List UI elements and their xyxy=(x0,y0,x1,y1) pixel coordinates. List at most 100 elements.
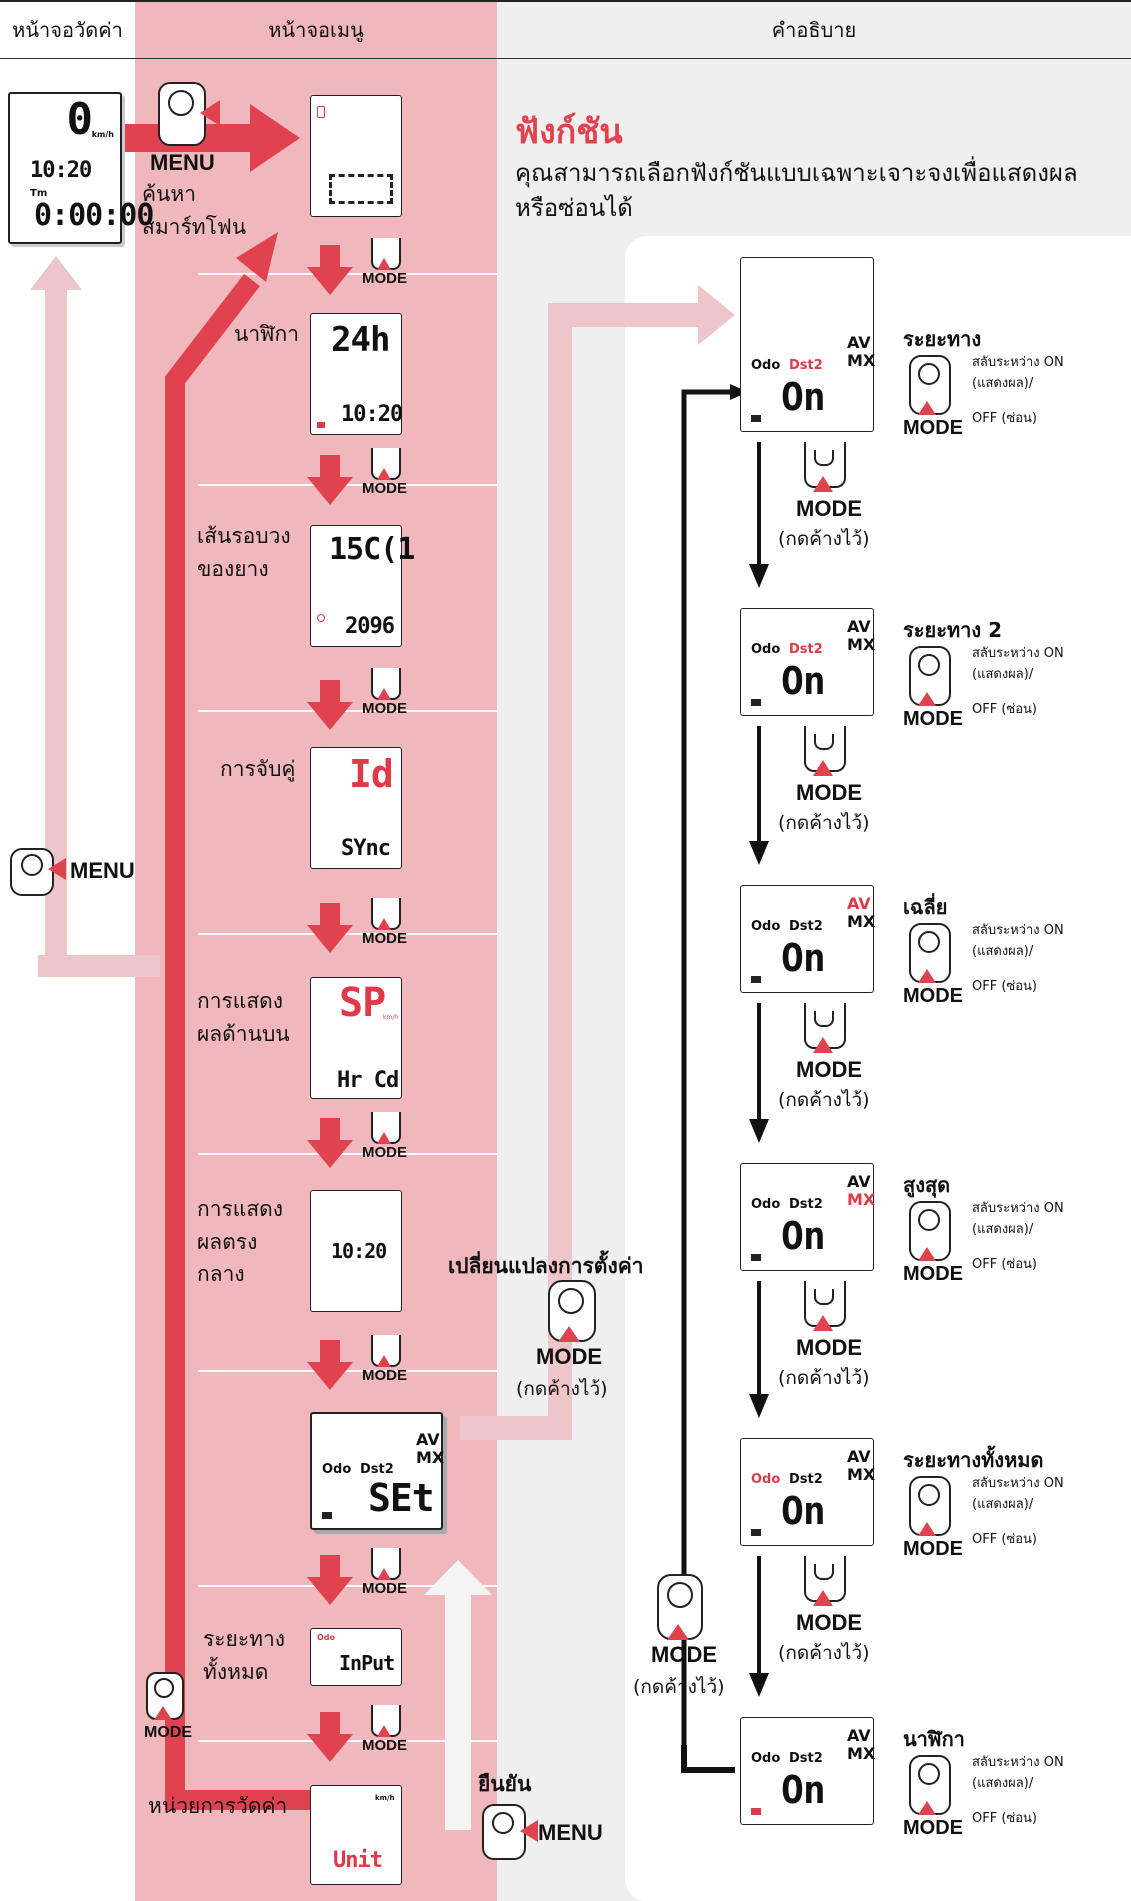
av-label: AV xyxy=(847,1172,871,1191)
header-menu-screen: หน้าจอเมนู xyxy=(135,0,497,59)
mode-label: MODE xyxy=(796,1335,862,1360)
av-label: AV xyxy=(847,1447,871,1466)
mx-label: MX xyxy=(847,635,876,654)
clock-lcd-bottom: 10:20 xyxy=(341,402,403,427)
pairing-lcd[interactable]: Id SYnc xyxy=(310,747,402,869)
function-panel xyxy=(625,236,1131,1901)
clock-lcd[interactable]: 24h 10:20 xyxy=(310,313,403,435)
menu-label-unit: หน่วยการวัดค่า xyxy=(148,1794,288,1818)
odo-lcd[interactable]: Odo InPut xyxy=(310,1628,402,1686)
toggle-on-text: สลับระหว่าง ON (แสดงผล)/ xyxy=(972,355,1064,391)
menu-label-top-display: การแสดง ผลด้านบน xyxy=(197,989,290,1046)
mode-label: MODE xyxy=(903,708,963,730)
function-lcd: Odo Dst2 AV MX On xyxy=(740,1717,876,1825)
function-mode-button[interactable]: MODE xyxy=(903,355,963,445)
mode-label: MODE xyxy=(362,1367,407,1384)
function-mode-button[interactable]: MODE xyxy=(903,1201,963,1291)
odo-mode-button[interactable]: MODE xyxy=(142,1672,192,1748)
function-mode-button[interactable]: MODE xyxy=(903,1755,963,1845)
menu-label: MENU xyxy=(70,858,135,883)
av-label: AV xyxy=(847,1726,871,1745)
mx-label: MX xyxy=(847,351,876,370)
mode-label: MODE xyxy=(362,480,407,497)
hold-mode-button[interactable]: MODE (กดค้างไว้) xyxy=(778,1003,880,1123)
set-lcd-text: SEt xyxy=(368,1476,435,1520)
top-display-lcd-bottom: Hr Cd xyxy=(337,1068,399,1093)
dst2-label: Dst2 xyxy=(789,919,823,934)
mode-label: MODE xyxy=(903,1538,963,1560)
toggle-on-text: สลับระหว่าง ON (แสดงผล)/ xyxy=(972,923,1064,959)
mode-label: MODE xyxy=(362,1737,407,1754)
function-loop-mode-button[interactable]: MODE (กดค้างไว้) xyxy=(633,1574,733,1714)
change-setting-label: เปลี่ยนแปลงการตั้งค่า xyxy=(448,1254,644,1278)
clock-icon xyxy=(751,415,761,422)
toggle-off-text: OFF (ซ่อน) xyxy=(972,979,1037,994)
function-mode-button[interactable]: MODE xyxy=(903,646,963,736)
measure-screen-lcd: 0 km/h 10:20 Tm 0:00:00 xyxy=(8,92,154,244)
function-title: ฟังก์ชัน xyxy=(515,112,623,152)
function-lcd: Odo Dst2 AV MX On xyxy=(740,1163,876,1271)
mode-label: MODE xyxy=(362,270,407,287)
mx-label: MX xyxy=(847,1190,876,1209)
clock-value: 10:20 xyxy=(30,158,92,183)
odo-label: Odo xyxy=(751,1472,781,1487)
mode-label: MODE xyxy=(362,1580,407,1597)
speed-unit: km/h xyxy=(91,130,114,139)
menu-label: MENU xyxy=(538,1820,603,1845)
top-display-lcd[interactable]: SP km/h Hr Cd xyxy=(310,977,402,1099)
mx-label: MX xyxy=(847,1744,876,1763)
function-mode-button[interactable]: MODE xyxy=(903,923,963,1013)
hold-mode-button[interactable]: MODE (กดค้างไว้) xyxy=(778,726,880,846)
function-item-title: สูงสุด xyxy=(903,1173,951,1197)
set-lcd[interactable]: Odo Dst2 AV MX SEt xyxy=(310,1412,445,1530)
speed-value: 0 xyxy=(66,94,93,145)
mode-label: MODE xyxy=(796,1057,862,1082)
function-description: คุณสามารถเลือกฟังก์ชันแบบเฉพาะเจาะจงเพื่… xyxy=(515,159,1078,222)
odo-label: Odo xyxy=(751,358,781,373)
menu-label-clock: นาฬิกา xyxy=(234,322,300,346)
center-display-lcd-bottom: 10:20 xyxy=(331,1239,387,1263)
mode-label: MODE xyxy=(362,700,407,717)
on-text: On xyxy=(781,936,826,980)
clock-icon xyxy=(751,976,761,983)
left-menu-button[interactable]: MENU xyxy=(10,848,135,896)
hold-mode-button[interactable]: MODE (กดค้างไว้) xyxy=(778,1556,880,1676)
toggle-off-text: OFF (ซ่อน) xyxy=(972,1811,1037,1826)
unit-lcd[interactable]: km/h Unit xyxy=(310,1785,402,1885)
function-mode-button[interactable]: MODE xyxy=(903,1476,963,1566)
function-lcd: Odo Dst2 AV MX On xyxy=(740,608,876,716)
center-display-lcd[interactable]: 10:20 xyxy=(310,1190,402,1312)
function-item-title: ระยะทาง xyxy=(903,327,982,351)
mode-label: MODE xyxy=(796,1610,862,1635)
odo-lcd-top: Odo xyxy=(317,1633,336,1642)
menu-label-tire: เส้นรอบวง ของยาง xyxy=(197,524,291,581)
function-item-title: ระยะทางทั้งหมด xyxy=(903,1448,1044,1472)
hold-mode-button[interactable]: MODE (กดค้างไว้) xyxy=(778,442,880,562)
odo-label: Odo xyxy=(751,642,781,657)
mx-label: MX xyxy=(416,1448,445,1467)
hold-label: (กดค้างไว้) xyxy=(778,1089,870,1111)
av-label: AV xyxy=(416,1430,440,1449)
mode-label: MODE xyxy=(903,417,963,439)
dst2-label: Dst2 xyxy=(789,1751,823,1766)
hold-label: (กดค้างไว้) xyxy=(778,1367,870,1389)
clock-lcd-top: 24h xyxy=(331,320,390,360)
search-dots xyxy=(329,174,393,204)
toggle-off-text: OFF (ซ่อน) xyxy=(972,411,1037,426)
tire-lcd[interactable]: 15C(1 2096 xyxy=(310,525,415,647)
confirm-menu-button[interactable]: MENU xyxy=(482,1804,603,1864)
function-item-title: เฉลี่ย xyxy=(903,895,948,919)
mode-label: MODE xyxy=(903,985,963,1007)
clock-icon xyxy=(751,1254,761,1261)
unit-lcd-bottom: Unit xyxy=(333,1848,383,1873)
on-text: On xyxy=(781,1768,826,1812)
change-setting-button[interactable]: MODE (กดค้างไว้) xyxy=(516,1280,622,1405)
hold-label: (กดค้างไว้) xyxy=(633,1676,725,1698)
entry-menu-button[interactable]: MENU xyxy=(150,82,230,182)
hold-mode-button[interactable]: MODE (กดค้างไว้) xyxy=(778,1281,880,1401)
on-text: On xyxy=(781,375,826,419)
header-description: คำอธิบาย xyxy=(497,0,1131,59)
mode-label: MODE xyxy=(651,1642,717,1667)
search-smartphone-label: ค้นหา สมาร์ทโฟน xyxy=(142,182,247,239)
